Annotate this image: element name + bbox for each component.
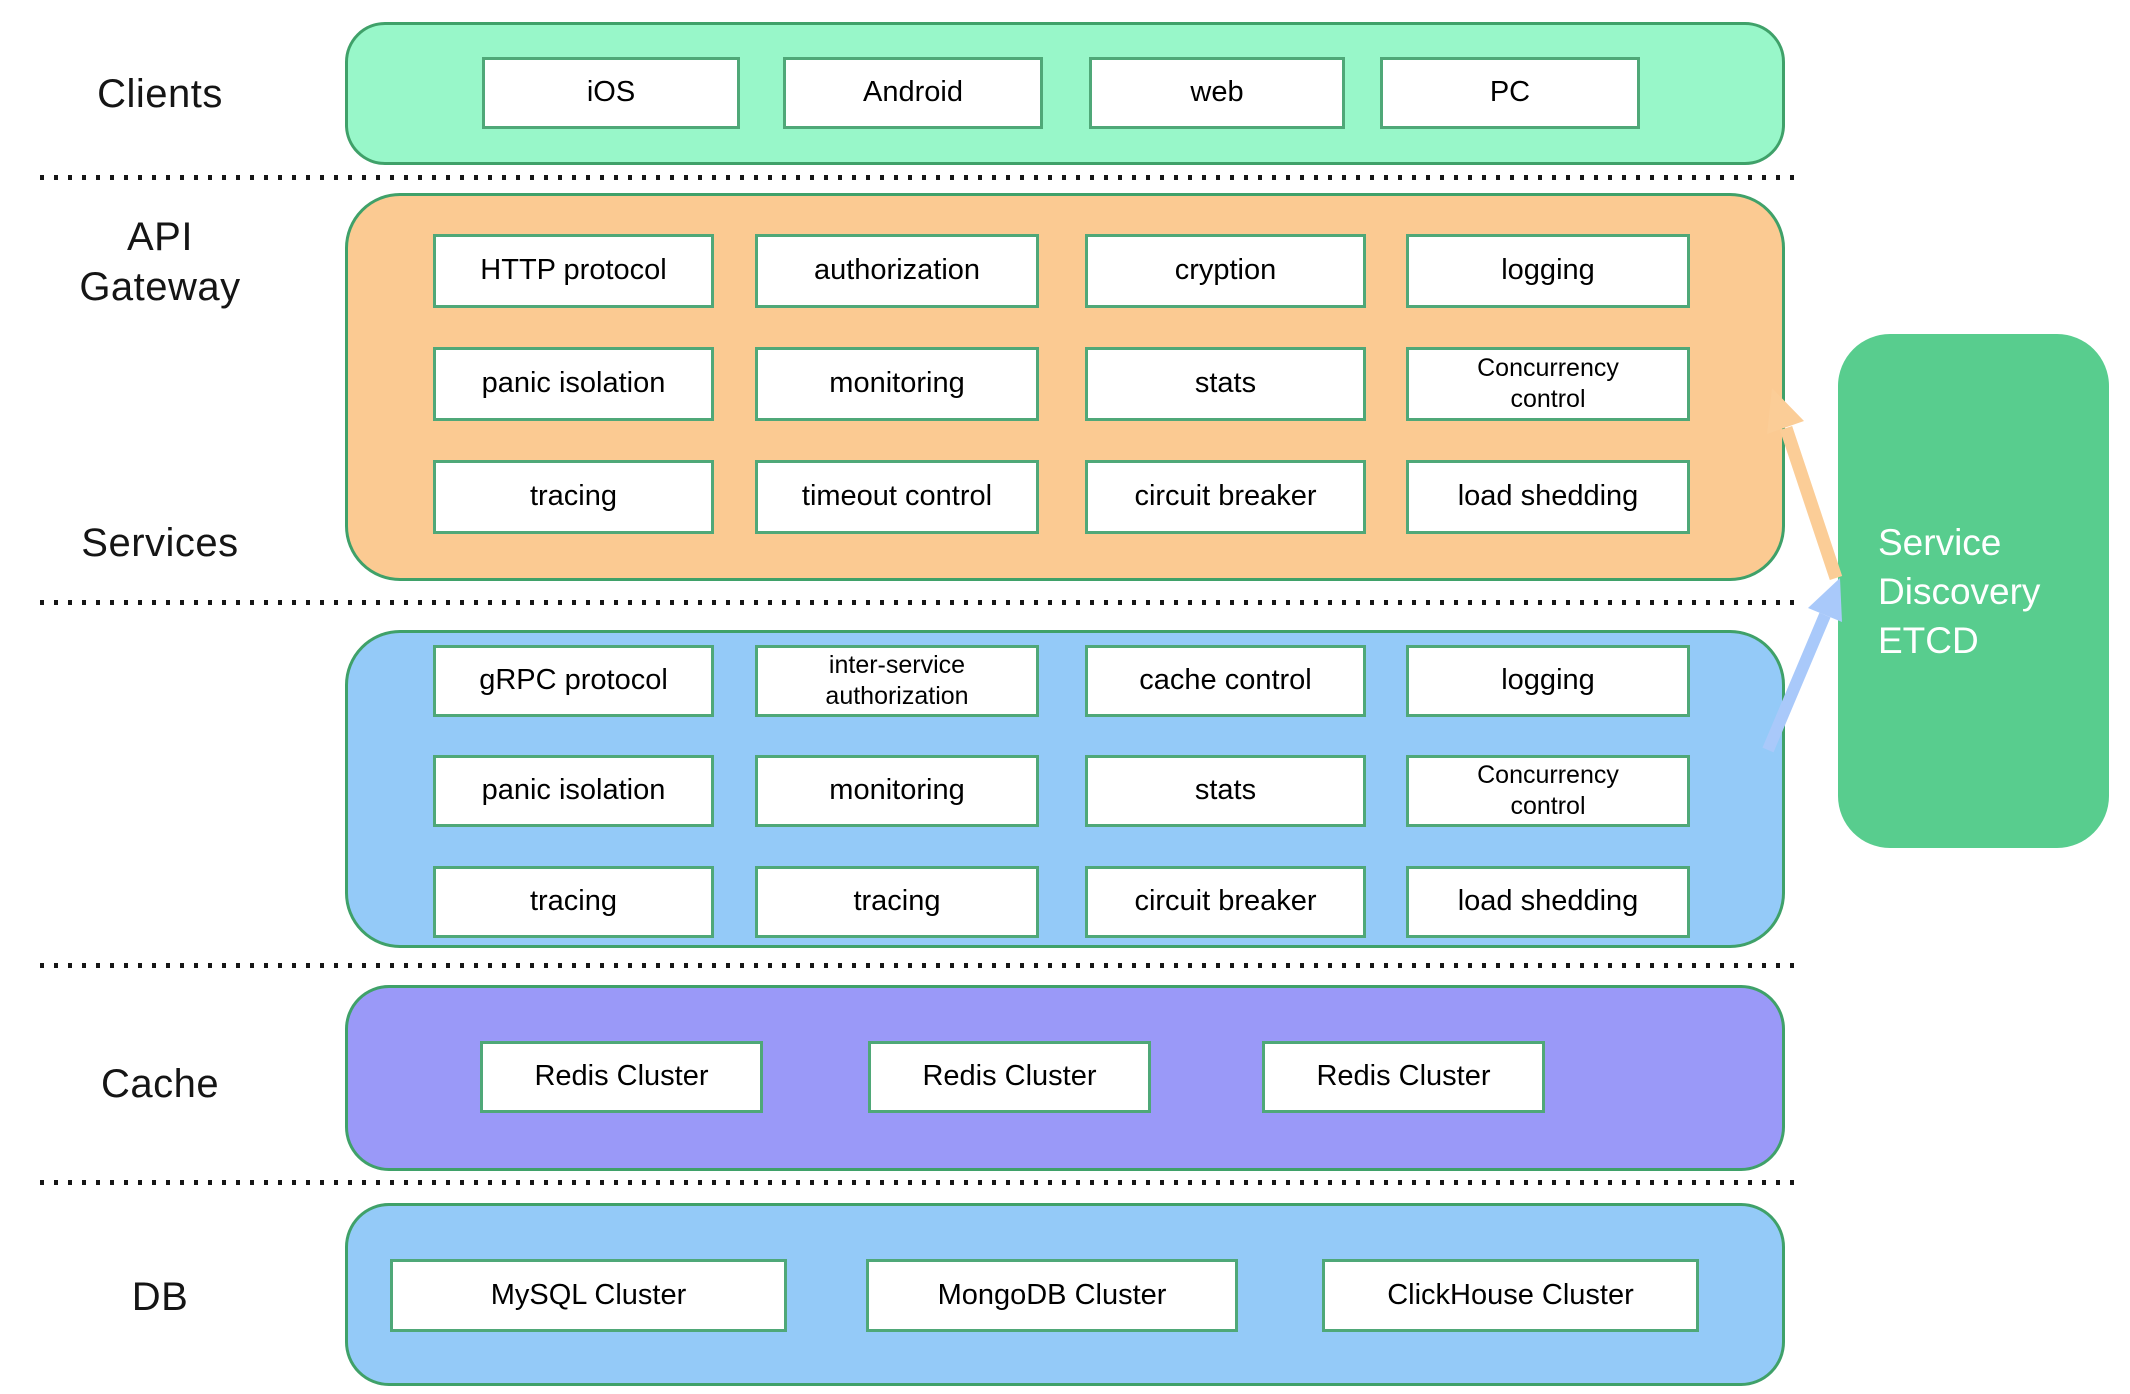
client-web-label: web: [1190, 76, 1244, 109]
api-monitoring-box: monitoring: [755, 347, 1039, 421]
separator-line: [40, 1180, 1796, 1185]
redis-cluster-box-3: Redis Cluster: [1262, 1041, 1545, 1113]
svc-tracing-box: tracing: [433, 866, 714, 938]
client-android-label: Android: [863, 76, 963, 109]
component-label: MySQL Cluster: [490, 1278, 687, 1311]
component-label: gRPC protocol: [479, 664, 668, 697]
api-concurrency-control-box: Concurrency control: [1406, 347, 1690, 421]
api-cryption-box: cryption: [1085, 234, 1366, 308]
arrow-api-to-etcd: [1779, 425, 1843, 581]
component-label: Concurrency control: [1477, 353, 1619, 413]
component-label: cache control: [1139, 664, 1312, 697]
etcd-label-line2: Discovery: [1878, 570, 2041, 612]
component-label: tracing: [529, 885, 618, 918]
api-circuit-breaker-box: circuit breaker: [1085, 460, 1366, 534]
svc-cache-control-box: cache control: [1085, 645, 1366, 717]
api-http-protocol-box: HTTP protocol: [433, 234, 714, 308]
svc-tracing-box-2: tracing: [755, 866, 1039, 938]
api-authorization-box: authorization: [755, 234, 1039, 308]
component-label: logging: [1501, 664, 1595, 697]
api-timeout-control-box: timeout control: [755, 460, 1039, 534]
client-ios-box: iOS: [482, 57, 740, 129]
client-pc-box: PC: [1380, 57, 1640, 129]
component-label: stats: [1194, 774, 1257, 807]
svc-interservice-authorization-box: inter-service authorization: [755, 645, 1039, 717]
client-android-box: Android: [783, 57, 1043, 129]
component-label: inter-service authorization: [825, 650, 969, 710]
component-label: panic isolation: [481, 774, 666, 807]
svc-monitoring-box: monitoring: [755, 755, 1039, 827]
component-label: load shedding: [1457, 885, 1639, 918]
etcd-label-line1: Service: [1878, 521, 2002, 563]
layer-label-services: Services: [81, 521, 239, 565]
separator-line: [40, 600, 1796, 605]
etcd-label-line3: ETCD: [1878, 619, 1979, 661]
client-ios-label: iOS: [586, 76, 636, 109]
component-label: cryption: [1174, 254, 1277, 287]
layer-label-api-gateway: API Gateway: [0, 212, 320, 312]
api-logging-box: logging: [1406, 234, 1690, 308]
component-label: Concurrency control: [1477, 760, 1619, 820]
mysql-cluster-box: MySQL Cluster: [390, 1259, 787, 1332]
svc-concurrency-control-box: Concurrency control: [1406, 755, 1690, 827]
component-label: MongoDB Cluster: [937, 1278, 1167, 1311]
component-label: Redis Cluster: [534, 1060, 709, 1093]
svc-load-shedding-box: load shedding: [1406, 866, 1690, 938]
separator-line: [40, 963, 1796, 968]
component-label: monitoring: [829, 367, 965, 400]
redis-cluster-box-2: Redis Cluster: [868, 1041, 1151, 1113]
redis-cluster-box-1: Redis Cluster: [480, 1041, 763, 1113]
layer-label-db: DB: [131, 1275, 189, 1319]
service-discovery-etcd-box: Service Discovery ETCD: [1838, 334, 2109, 848]
component-label: tracing: [853, 885, 941, 918]
component-label: Redis Cluster: [922, 1060, 1097, 1093]
mongodb-cluster-box: MongoDB Cluster: [866, 1259, 1238, 1332]
arrow-services-to-etcd-head: [1808, 578, 1842, 622]
component-label: HTTP protocol: [480, 254, 667, 287]
svc-panic-isolation-box: panic isolation: [433, 755, 714, 827]
svc-stats-box: stats: [1085, 755, 1366, 827]
component-label: authorization: [813, 254, 981, 287]
svc-logging-box: logging: [1406, 645, 1690, 717]
component-label: logging: [1501, 254, 1595, 287]
api-tracing-box: tracing: [433, 460, 714, 534]
api-label-line1: API: [127, 215, 193, 259]
api-load-shedding-box: load shedding: [1406, 460, 1690, 534]
api-panic-isolation-box: panic isolation: [433, 347, 714, 421]
client-web-box: web: [1089, 57, 1345, 129]
service-discovery-etcd-label: Service Discovery ETCD: [1838, 518, 2040, 665]
api-stats-box: stats: [1085, 347, 1366, 421]
component-label: load shedding: [1457, 480, 1639, 513]
svc-grpc-protocol-box: gRPC protocol: [433, 645, 714, 717]
component-label: stats: [1194, 367, 1257, 400]
component-label: circuit breaker: [1134, 480, 1317, 513]
clickhouse-cluster-box: ClickHouse Cluster: [1322, 1259, 1699, 1332]
component-label: ClickHouse Cluster: [1387, 1278, 1634, 1311]
component-label: panic isolation: [481, 367, 666, 400]
client-pc-label: PC: [1489, 76, 1531, 109]
component-label: monitoring: [829, 774, 965, 807]
api-label-line2: Gateway: [79, 265, 241, 309]
component-label: circuit breaker: [1134, 885, 1317, 918]
separator-line: [40, 175, 1796, 180]
component-label: tracing: [529, 480, 618, 513]
svc-circuit-breaker-box: circuit breaker: [1085, 866, 1366, 938]
layer-label-cache: Cache: [100, 1062, 220, 1106]
layer-label-clients: Clients: [97, 72, 223, 116]
component-label: Redis Cluster: [1316, 1060, 1491, 1093]
component-label: timeout control: [801, 480, 993, 513]
